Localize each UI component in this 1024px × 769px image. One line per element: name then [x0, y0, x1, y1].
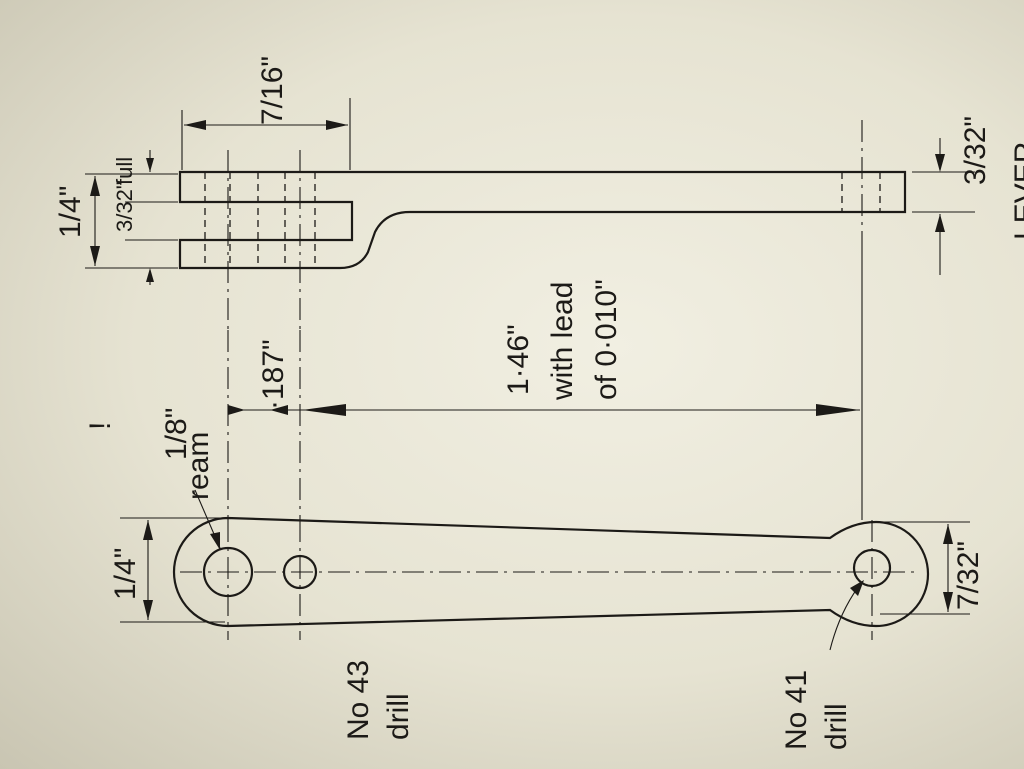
- label-no41: No 41: [780, 670, 813, 750]
- label-clevis-gap: 3/32": [112, 181, 137, 232]
- label-tip-thickness: 3/32": [959, 116, 992, 185]
- label-full: full: [112, 157, 137, 185]
- label-length-value: of 0·010": [590, 279, 623, 400]
- label-clevis-depth: 7/16": [256, 56, 289, 125]
- dim-clevis-depth: [181, 98, 351, 170]
- label-boss-right: 7/32": [952, 541, 985, 610]
- label-no43: No 43: [342, 660, 375, 740]
- fork-outline: [178, 170, 907, 270]
- label-length: 1·46": [502, 324, 535, 395]
- label-clevis-width: 1/4": [54, 186, 87, 238]
- label-no43-drill: drill: [382, 693, 415, 740]
- label-ream: ream: [182, 432, 215, 500]
- arm-outline: [172, 516, 930, 628]
- margin-mark: !: [84, 422, 117, 430]
- dim-length: [227, 235, 863, 520]
- dim-clevis-width: [85, 150, 178, 285]
- lever-plan-view: [172, 516, 930, 640]
- title-fragment: LEVER: [1009, 142, 1024, 240]
- label-length-lead: with lead: [546, 282, 579, 401]
- label-no41-drill: drill: [820, 703, 853, 750]
- label-boss-left: 1/4": [109, 548, 142, 600]
- label-ream-size: 1/8": [160, 408, 193, 460]
- dim-tip-thickness: [912, 138, 975, 275]
- label-hole-spacing: ·187": [257, 339, 290, 410]
- dim-boss-right: [880, 521, 970, 615]
- lever-side-view: [178, 120, 907, 330]
